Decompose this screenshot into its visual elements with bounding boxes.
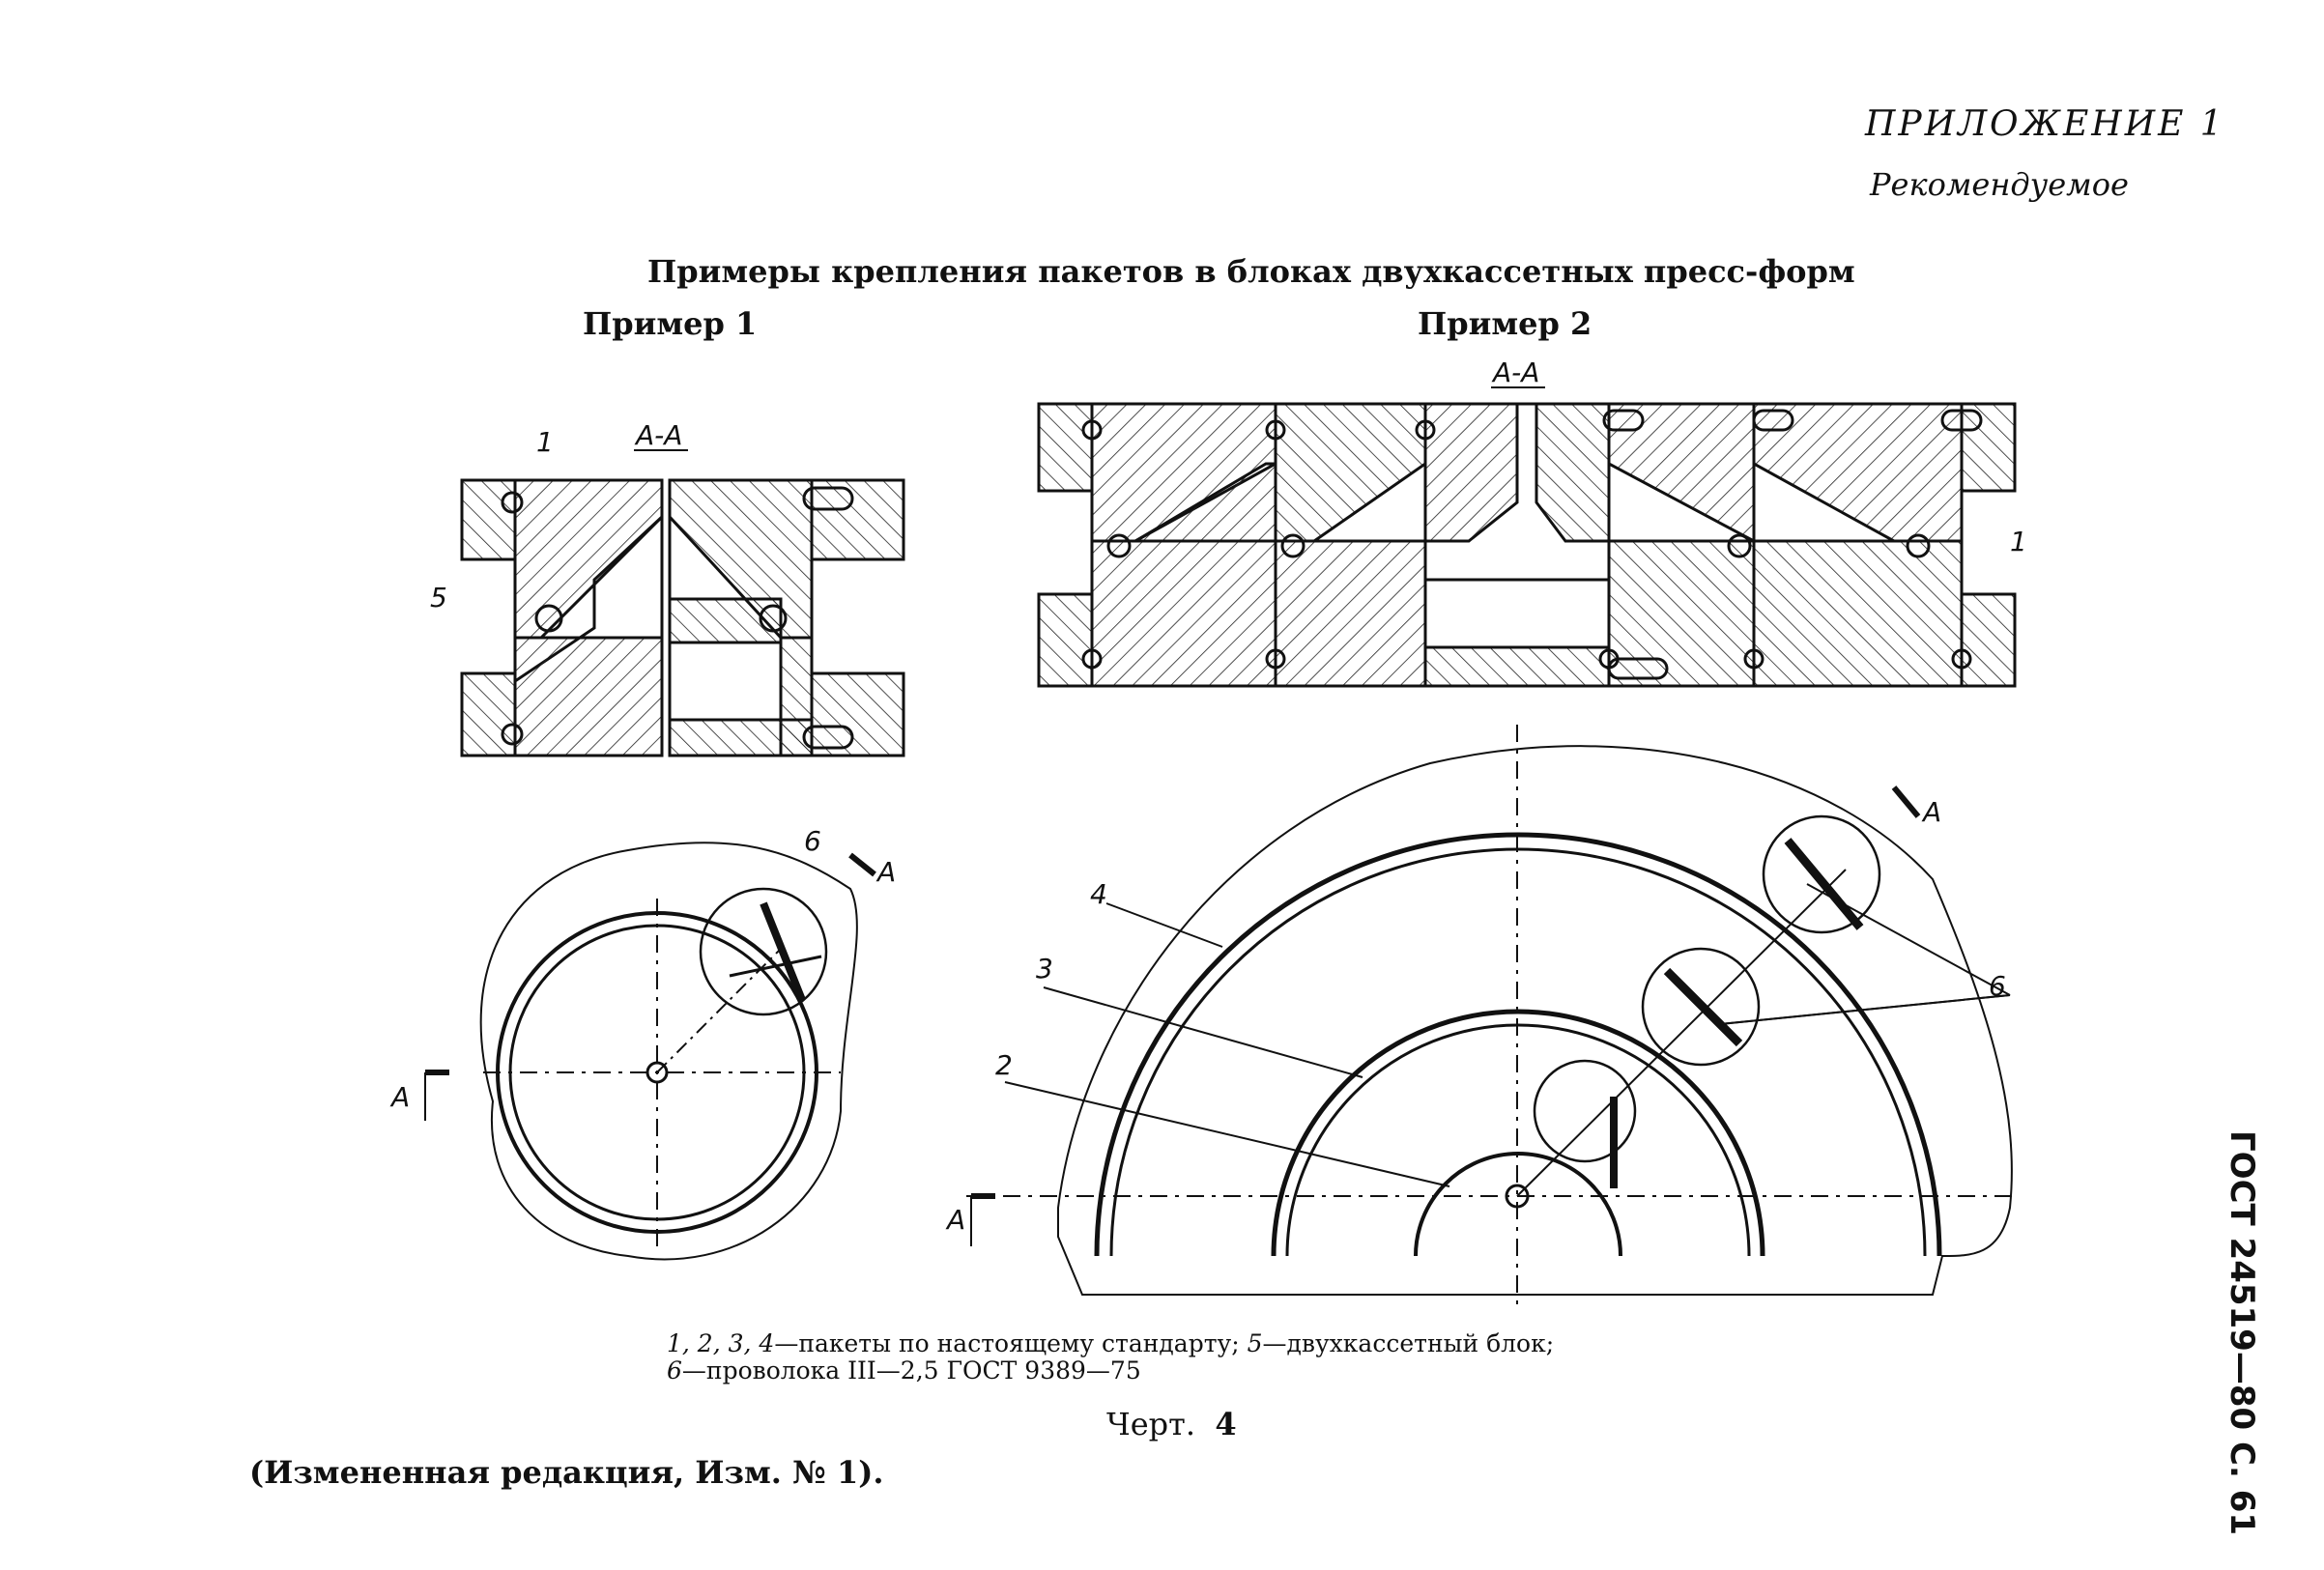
label-num-5: 5 [430, 582, 447, 614]
label-num-3: 3 [1036, 953, 1053, 985]
page-title: Примеры крепления пакетов в блоках двухк… [647, 253, 1855, 290]
label-arrow-a-3: А [1921, 796, 1941, 828]
figure-number: Черт. 4 [1106, 1406, 1237, 1442]
example-1-heading: Пример 1 [583, 305, 758, 342]
example1-section-view [460, 478, 905, 757]
caption-numbers: 1, 2, 3, 4 [667, 1329, 775, 1357]
label-num-1-ex2: 1 [2010, 526, 2027, 557]
label-arrow-a-4: А [945, 1204, 965, 1236]
example-2-heading: Пример 2 [1418, 305, 1592, 342]
label-num-6-ex2: 6 [1989, 970, 2006, 1002]
label-num-6-ex1: 6 [804, 825, 821, 857]
caption-text-5: —двухкассетный блок; [1262, 1329, 1555, 1357]
label-num-1-ex1: 1 [536, 426, 554, 458]
label-section-aa-1: А-А [634, 419, 682, 451]
example2-section-view [1037, 402, 2017, 688]
page-side-label: ГОСТ 24519—80 С. 61 [2223, 1130, 2261, 1536]
label-arrow-a-2: А [389, 1081, 410, 1113]
label-arrow-a-1: А [875, 856, 896, 888]
caption-number-6: 6 [667, 1356, 682, 1384]
figure-prefix: Черт. [1106, 1406, 1196, 1442]
example2-plan-view [966, 725, 2015, 1304]
appendix-heading: ПРИЛОЖЕНИЕ 1 [1865, 104, 2225, 144]
label-num-2: 2 [995, 1049, 1013, 1081]
example1-plan-view [424, 842, 876, 1261]
caption-text-1: —пакеты по настоящему стандарту; [774, 1329, 1248, 1357]
caption-text-6: —проволока III—2,5 ГОСТ 9389—75 [681, 1356, 1141, 1384]
caption-number-5: 5 [1247, 1329, 1263, 1357]
figure-number-value: 4 [1215, 1406, 1237, 1442]
label-section-aa-2: А-А [1491, 357, 1539, 388]
recommended-label: Рекомендуемое [1870, 166, 2129, 203]
label-num-4: 4 [1090, 878, 1107, 910]
figure-caption: 1, 2, 3, 4—пакеты по настоящему стандарт… [667, 1330, 1730, 1384]
amendment-note: (Измененная редакция, Изм. № 1). [249, 1454, 884, 1491]
